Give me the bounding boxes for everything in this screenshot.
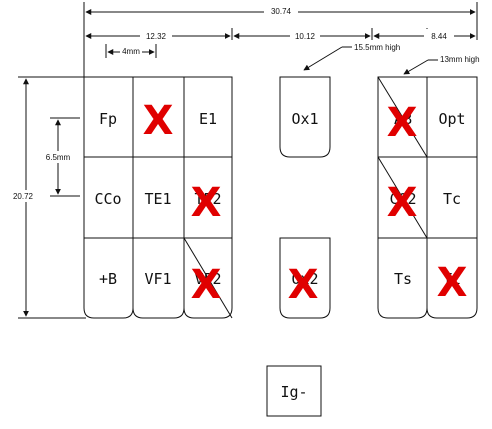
dimension-group-widths: 12.32 10.12 8.44 xyxy=(83,28,476,80)
dimension-total-height: 20.72 xyxy=(6,76,86,319)
key-ts: Ts xyxy=(394,270,412,288)
left-group-width-label: 12.32 xyxy=(146,32,167,41)
remove-mark-tt: X xyxy=(437,260,468,306)
key-width-label: 4mm xyxy=(122,47,140,56)
left-group-outline xyxy=(83,76,233,319)
key-e1: E1 xyxy=(199,110,217,128)
middle-key-bottom: Ox2 X xyxy=(279,237,331,319)
gap-width-label: 10.12 xyxy=(295,32,316,41)
key-tt: Tt xyxy=(443,270,461,288)
remove-mark-ab: X xyxy=(387,100,418,146)
key-tc: Tc xyxy=(443,190,461,208)
key-fp: Fp xyxy=(99,110,117,128)
key-te1: TE1 xyxy=(144,190,171,208)
dimension-row-pitch: 6.5mm xyxy=(44,117,80,197)
key-co2: CO2 xyxy=(389,190,416,208)
callout-single-key-height: 15.5mm high xyxy=(303,43,400,71)
key-opt: Opt xyxy=(438,110,465,128)
callout-right-key-height: 13mm high xyxy=(403,55,480,75)
key-ox1: Ox1 xyxy=(291,110,318,128)
dimension-key-width: 4mm xyxy=(105,44,157,58)
total-height-label: 20.72 xyxy=(13,192,34,201)
remove-mark-fp-right: X xyxy=(143,98,174,144)
key-ox2: Ox2 xyxy=(291,270,318,288)
remove-mark-ox2: X xyxy=(288,262,319,308)
key-ig-minus: Ig- xyxy=(280,383,307,401)
row-pitch-label: 6.5mm xyxy=(46,153,71,162)
right-group-width-label: 8.44 xyxy=(431,32,447,41)
remove-mark-te2: X xyxy=(191,180,222,226)
total-width-label: 30.74 xyxy=(271,7,292,16)
remove-mark-co2: X xyxy=(387,180,418,226)
right-key-group: AB X Opt CO2 X Tc Ts Tt X xyxy=(377,76,478,319)
right-key-height-label: 13mm high xyxy=(440,55,480,64)
dimension-total-width: 30.74 xyxy=(83,2,478,40)
bottom-key: Ig- xyxy=(266,365,322,417)
key-ab: AB xyxy=(394,110,412,128)
key-te2: TE2 xyxy=(194,190,221,208)
remove-mark-vf2: X xyxy=(191,262,222,308)
key-cco: CCo xyxy=(94,190,121,208)
key-plus-b: +B xyxy=(99,270,117,288)
single-key-height-label: 15.5mm high xyxy=(354,43,400,52)
middle-key-top: Ox1 xyxy=(279,76,331,158)
key-vf1: VF1 xyxy=(144,270,171,288)
key-vf2: VF2 xyxy=(194,270,221,288)
left-key-group: Fp X E1 CCo TE1 TE2 X +B VF1 VF2 X xyxy=(83,76,233,319)
